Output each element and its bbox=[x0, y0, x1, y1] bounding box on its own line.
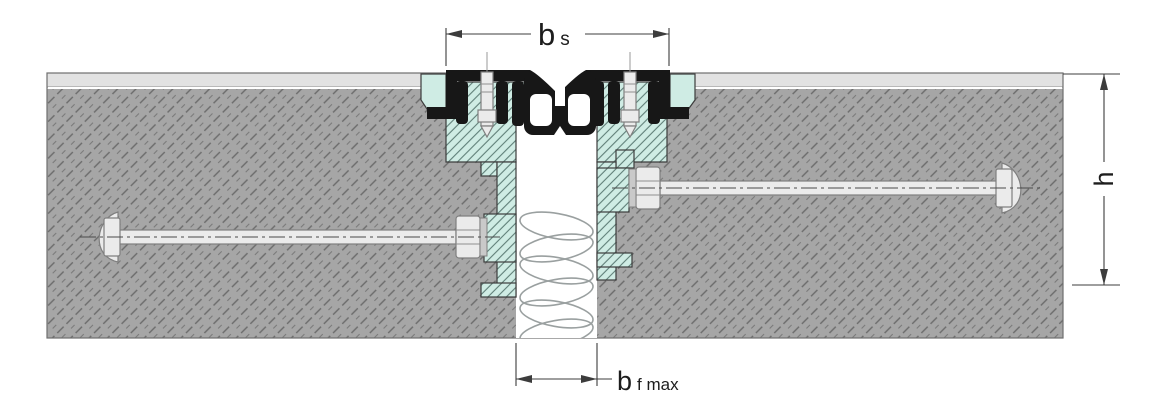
dimension-height: h bbox=[1063, 73, 1120, 286]
arrow-up-icon bbox=[1100, 74, 1108, 90]
arrow-left-icon bbox=[516, 375, 532, 383]
rubber-gland-profile bbox=[427, 67, 689, 135]
fixing-screw-right bbox=[620, 52, 640, 139]
arrow-left-icon bbox=[446, 30, 462, 38]
fixing-screw-left bbox=[477, 52, 497, 139]
anchor-bolt-right bbox=[612, 162, 1040, 214]
arrow-right-icon bbox=[653, 30, 669, 38]
arrow-down-icon bbox=[1100, 269, 1108, 285]
anchor-bolt-left bbox=[80, 211, 500, 263]
arrow-right-icon bbox=[581, 375, 597, 383]
compressible-filler-spring bbox=[519, 211, 594, 338]
label-height: h bbox=[1089, 171, 1119, 186]
